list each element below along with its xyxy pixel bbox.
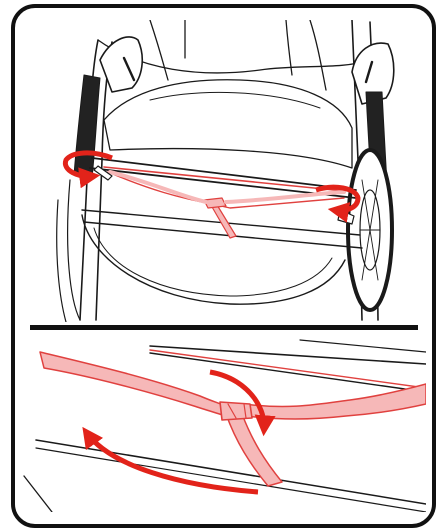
- panel-divider: [30, 325, 418, 330]
